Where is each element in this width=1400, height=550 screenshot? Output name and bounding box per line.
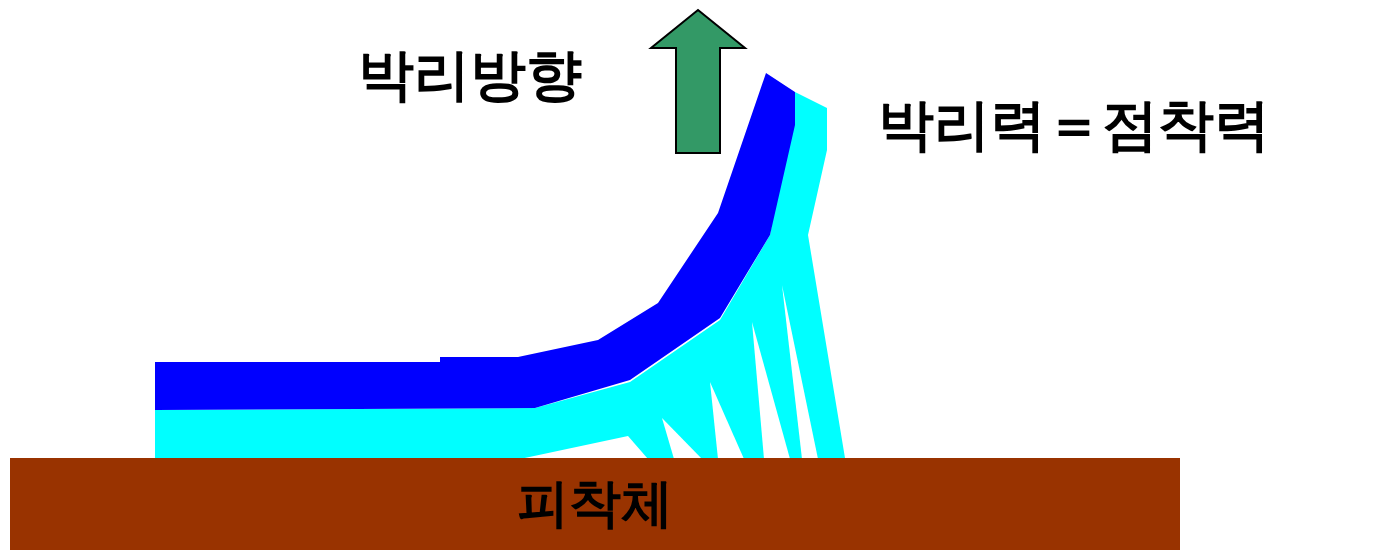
adherend-band: 피착체	[10, 458, 1180, 550]
peel-direction-arrow	[651, 10, 745, 153]
peel-direction-label: 박리방향	[358, 44, 582, 106]
adherend-label: 피착체	[517, 475, 673, 532]
peel-force-label: 박리력＝점착력	[878, 94, 1270, 156]
